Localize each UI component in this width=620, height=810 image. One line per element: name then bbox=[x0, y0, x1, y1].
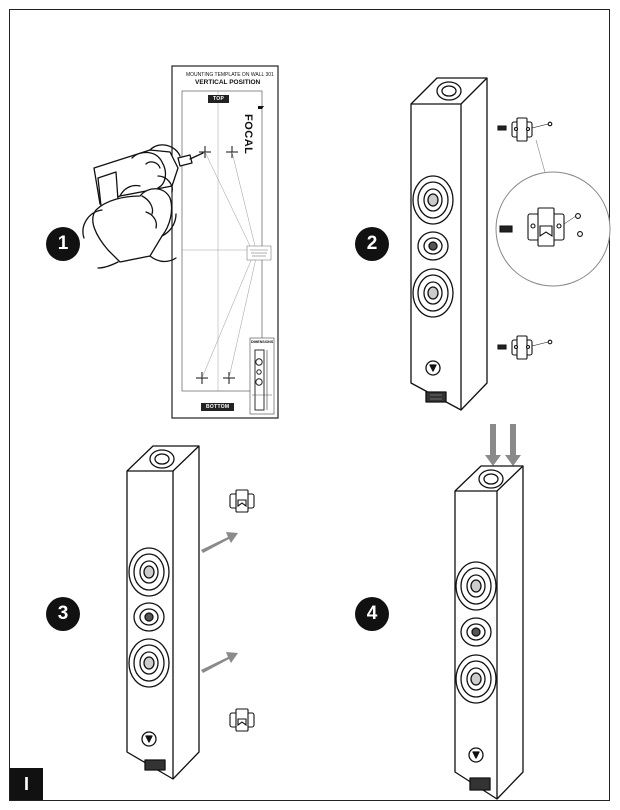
step-2-badge: 2 bbox=[355, 227, 389, 261]
template-dimensions-label: DIMENSIONS bbox=[251, 340, 274, 344]
template-bottom-label: BOTTOM bbox=[201, 403, 235, 411]
wall-bracket-bottom bbox=[497, 335, 553, 360]
template-heading-line2: VERTICAL POSITION bbox=[195, 79, 261, 86]
step-1-badge: 1 bbox=[46, 227, 80, 261]
down-arrows bbox=[485, 424, 521, 466]
insert-arrows bbox=[201, 532, 238, 673]
speaker-cabinet bbox=[410, 77, 488, 411]
step-3-badge: 3 bbox=[46, 597, 80, 631]
wall-bracket-top bbox=[497, 117, 553, 142]
page-frame bbox=[9, 9, 610, 801]
section-tab: I bbox=[10, 768, 43, 800]
template-heading-line1: MOUNTING TEMPLATE ON WALL 301 bbox=[186, 72, 274, 78]
drill-hands-drawing bbox=[82, 144, 204, 269]
step-4-badge: 4 bbox=[355, 597, 389, 631]
template-top-label: TOP bbox=[208, 95, 230, 103]
